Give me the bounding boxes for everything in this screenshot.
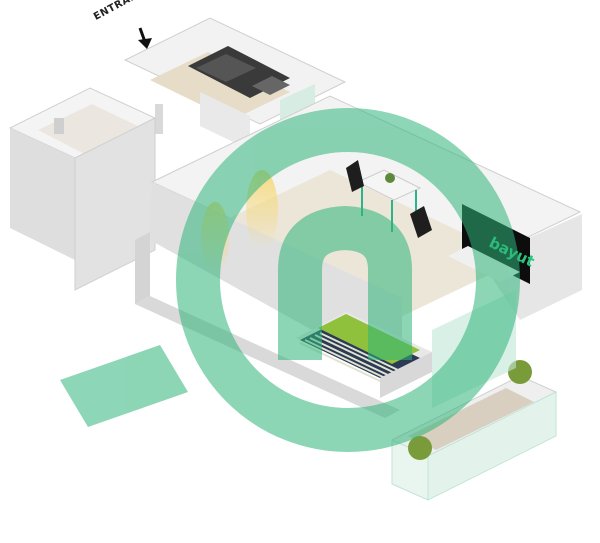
- sink-icon: [155, 104, 163, 134]
- entrance-arrow-icon: [138, 27, 152, 49]
- plant-icon: [385, 173, 395, 183]
- chair-1: [346, 160, 364, 192]
- bed-stripes-base: [300, 320, 420, 378]
- balcony: [390, 360, 558, 501]
- kitchen-area: [123, 17, 347, 194]
- cooktop-icon: [252, 76, 290, 95]
- dining-set: [346, 160, 432, 238]
- toilet-icon: [54, 118, 64, 134]
- chair-2: [410, 206, 432, 238]
- planter-1: [408, 436, 432, 460]
- balcony-glass-front: [427, 391, 557, 501]
- balcony-tiles: [408, 388, 534, 450]
- bayut-watermark: [60, 108, 520, 452]
- kitchen-cabinets: [200, 92, 250, 150]
